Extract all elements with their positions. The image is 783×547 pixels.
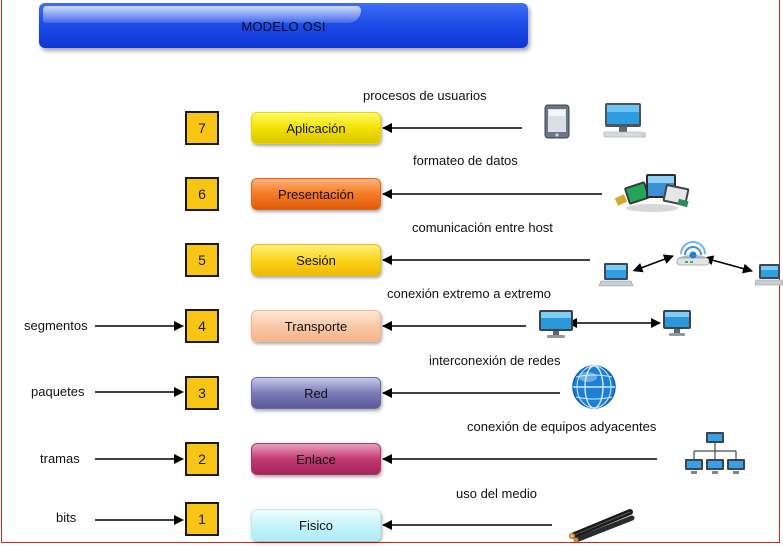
network-topology-icon — [685, 432, 745, 474]
layer-number-1: 1 — [185, 502, 219, 536]
monitor-icon — [663, 310, 691, 336]
layer-number-2: 2 — [185, 442, 219, 476]
layer7-description: procesos de usuarios — [363, 88, 487, 103]
layer-sesion: Sesión — [251, 244, 381, 276]
layer-transporte: Transporte — [251, 310, 381, 342]
layer6-description: formateo de datos — [413, 153, 518, 168]
laptop-icon — [755, 264, 783, 286]
globe-network-icon — [572, 365, 616, 409]
layer2-description: conexión de equipos adyacentes — [467, 419, 657, 434]
layer-red: Red — [251, 377, 381, 409]
tablet-icon — [544, 104, 570, 139]
laptop-icon — [599, 263, 633, 287]
side-label-bits: bits — [56, 510, 77, 525]
monitor-icon — [539, 310, 573, 338]
coaxial-cable-icon — [569, 509, 635, 542]
layer-number-4: 4 — [185, 309, 219, 343]
side-label-segmentos: segmentos — [24, 318, 88, 333]
desktop-computer-icon — [603, 103, 646, 138]
layer-enlace: Enlace — [251, 443, 381, 475]
layer-number-5: 5 — [185, 243, 219, 277]
side-label-paquetes: paquetes — [31, 384, 85, 399]
layer-number-7: 7 — [185, 111, 219, 145]
wireless-router-icon — [676, 241, 710, 266]
layer-number-3: 3 — [185, 376, 219, 410]
layer1-description: uso del medio — [456, 486, 537, 501]
layer5-description: comunicación entre host — [412, 220, 553, 235]
layer-fisico: Fisico — [251, 509, 381, 541]
arrow-router-laptop — [703, 255, 753, 274]
layer-aplicacion: Aplicación — [251, 112, 381, 144]
arrow-laptop-router — [632, 254, 674, 273]
layer-number-6: 6 — [185, 177, 219, 211]
layer3-description: interconexión de redes — [429, 353, 561, 368]
layer4-description: conexión extremo a extremo — [387, 286, 552, 301]
data-formatting-icon — [614, 174, 690, 212]
side-label-tramas: tramas — [40, 451, 80, 466]
diagram-title: MODELO OSI — [241, 19, 326, 34]
title-bar: MODELO OSI — [39, 3, 528, 48]
layer-presentacion: Presentación — [251, 178, 381, 210]
